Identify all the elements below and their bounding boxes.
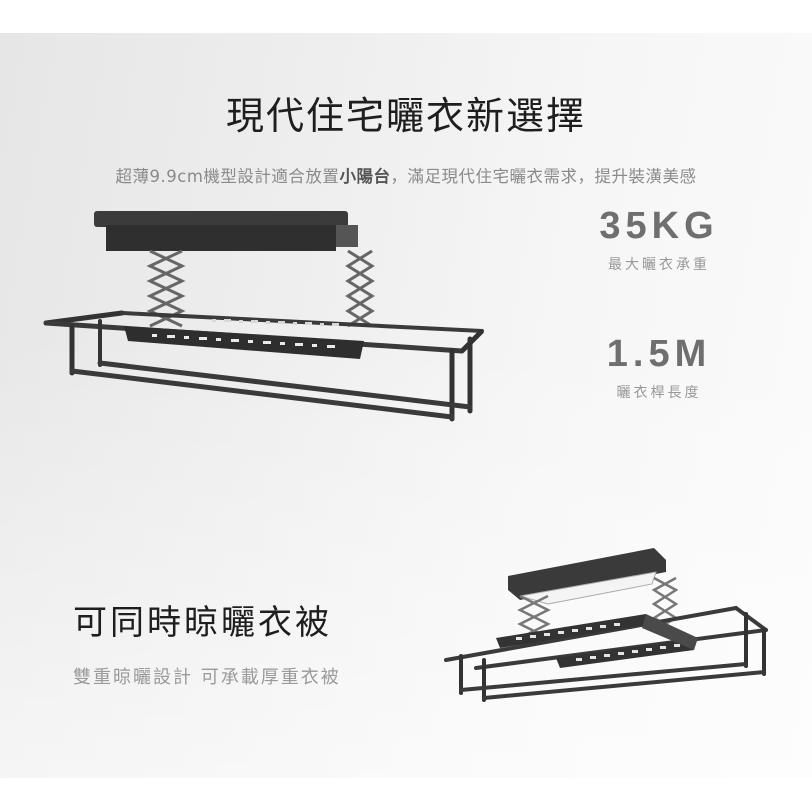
stat-value: 1.5M xyxy=(606,333,712,375)
subtitle-highlight: 小陽台 xyxy=(339,167,391,186)
page-subtitle: 超薄9.9cm機型設計適合放置小陽台，滿足現代住宅曬衣需求，提升裝潢美感 xyxy=(0,163,812,187)
stat-max-load: 35KG 最大曬衣承重 xyxy=(594,205,724,274)
drying-rack-angled-image xyxy=(444,548,768,702)
drying-rack-front-image xyxy=(43,211,484,422)
stat-label: 最大曬衣承重 xyxy=(608,257,710,273)
feature-description: 雙重晾曬設計 可承載厚重衣被 xyxy=(73,667,341,688)
feature-title: 可同時晾曬衣被 xyxy=(73,603,332,643)
page-title: 現代住宅曬衣新選擇 xyxy=(225,94,586,138)
stat-label: 曬衣桿長度 xyxy=(616,385,702,401)
product-banner: 現代住宅曬衣新選擇 超薄9.9cm機型設計適合放置小陽台，滿足現代住宅曬衣需求，… xyxy=(0,33,812,778)
stat-rod-length: 1.5M 曬衣桿長度 xyxy=(594,333,724,402)
subtitle-text-2: ，滿足現代住宅曬衣需求，提升裝潢美感 xyxy=(390,167,697,186)
stat-value: 35KG xyxy=(599,205,719,247)
subtitle-text-1: 超薄9.9cm機型設計適合放置 xyxy=(115,167,340,186)
